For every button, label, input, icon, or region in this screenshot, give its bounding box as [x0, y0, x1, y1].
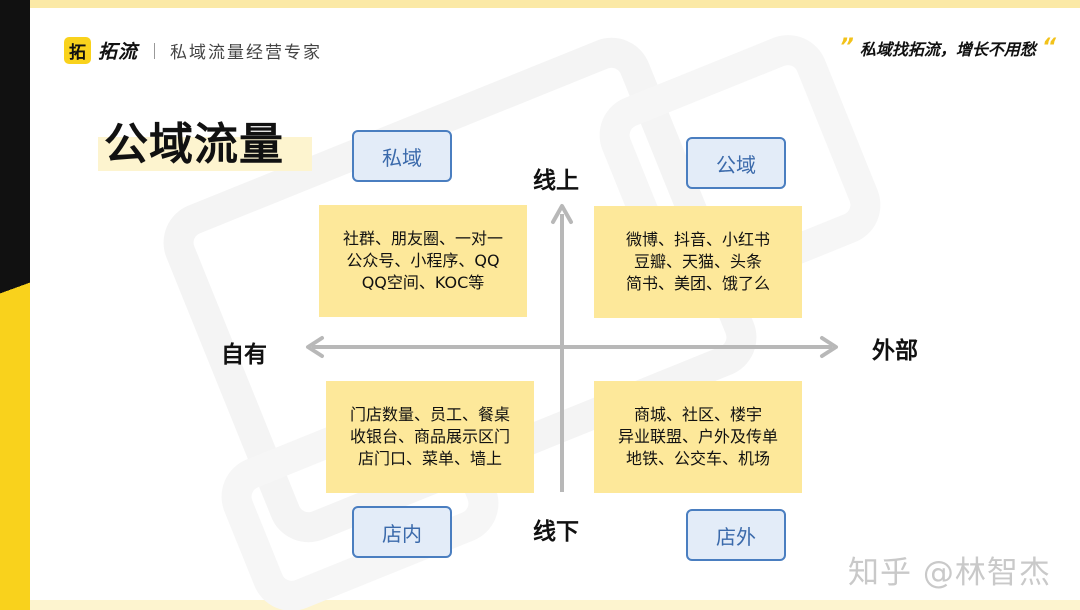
- logo-icon: 拓: [64, 37, 91, 64]
- page-title: 公域流量: [104, 119, 284, 170]
- slogan: ” 私域找拓流，增长不用愁 “: [840, 36, 1056, 60]
- top-band: [0, 0, 1080, 8]
- quadrant-line: 地铁、公交车、机场: [625, 449, 770, 468]
- quadrant-line: 社群、朋友圈、一对一: [342, 229, 503, 248]
- logo-divider: [154, 42, 156, 59]
- tag-public-domain: 公域: [686, 137, 786, 189]
- quadrant-line: 微博、抖音、小红书: [625, 230, 770, 249]
- brand-name: 拓流: [98, 41, 139, 63]
- tag-in-store: 店内: [352, 506, 452, 558]
- tag-out-of-store: 店外: [686, 509, 786, 561]
- quadrant-line: 收银台、商品展示区门: [349, 427, 510, 446]
- quadrant-line: 门店数量、员工、餐桌: [349, 405, 510, 424]
- brand-tagline: 私域流量经营专家: [170, 43, 323, 63]
- axis-label-right: 外部: [872, 338, 918, 364]
- quadrant-line: 豆瓣、天猫、头条: [633, 252, 762, 271]
- quadrant-line: 简书、美团、饿了么: [625, 274, 770, 293]
- quadrant-top-left: 社群、朋友圈、一对一 公众号、小程序、QQ QQ空间、KOC等: [319, 205, 527, 317]
- quote-open-icon: ”: [839, 35, 854, 60]
- quadrant-line: 商城、社区、楼宇: [633, 405, 762, 424]
- side-bar-cut: [0, 268, 30, 308]
- brand-logo: 拓 拓流 私域流量经营专家: [64, 37, 322, 64]
- up-arrow-head: [551, 204, 573, 224]
- right-arrow-head: [820, 336, 838, 358]
- quote-close-icon: “: [1041, 35, 1056, 60]
- axis-label-top: 线上: [533, 168, 579, 194]
- left-arrow-head: [306, 336, 324, 358]
- quadrant-line: QQ空间、KOC等: [361, 273, 485, 292]
- quadrant-top-right: 微博、抖音、小红书 豆瓣、天猫、头条 简书、美团、饿了么: [594, 206, 802, 318]
- quadrant-line: 公众号、小程序、QQ: [346, 251, 500, 270]
- axis-label-bottom: 线下: [533, 519, 579, 545]
- side-accent-bar: [0, 0, 30, 610]
- quadrant-bottom-left: 门店数量、员工、餐桌 收银台、商品展示区门 店门口、菜单、墙上: [326, 381, 534, 493]
- slogan-text: 私域找拓流，增长不用愁: [859, 40, 1036, 59]
- tag-private-domain: 私域: [352, 130, 452, 182]
- quadrant-line: 店门口、菜单、墙上: [357, 449, 502, 468]
- title-highlight: [98, 137, 312, 171]
- axis-label-left: 自有: [221, 342, 267, 368]
- quadrant-line: 异业联盟、户外及传单: [617, 427, 778, 446]
- quadrant-bottom-right: 商城、社区、楼宇 异业联盟、户外及传单 地铁、公交车、机场: [594, 381, 802, 493]
- bottom-band: [0, 600, 1080, 610]
- credit-watermark: 知乎 @林智杰: [848, 555, 1051, 591]
